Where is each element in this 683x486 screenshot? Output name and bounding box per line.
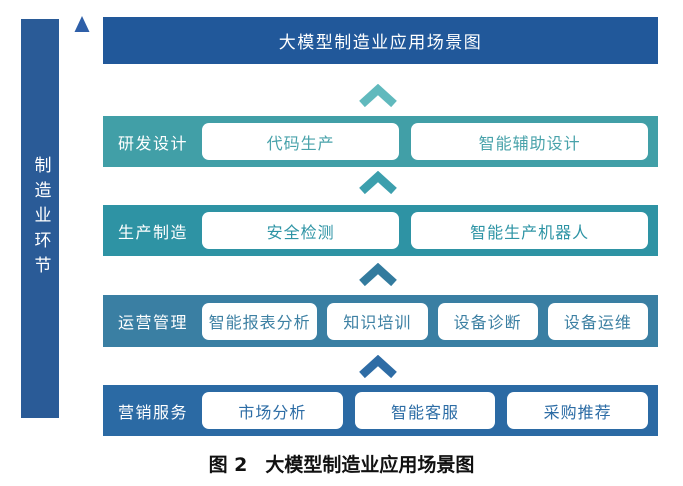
chevron-up-icon	[358, 84, 398, 108]
row-items: 智能报表分析 知识培训 设备诊断 设备运维	[202, 302, 648, 340]
up-arrow-icon	[74, 16, 90, 415]
scenario-box: 设备运维	[547, 302, 648, 340]
scenario-box: 代码生产	[202, 123, 400, 160]
scenario-box: 智能辅助设计	[411, 123, 648, 160]
row-label: 运营管理	[118, 313, 189, 332]
manufacturing-stages-sidebar: 制造业环节	[21, 19, 59, 418]
row-label: 研发设计	[118, 133, 189, 153]
banner-title: 大模型制造业应用场景图	[278, 33, 483, 53]
row-rd-design: 研发设计 代码生产 智能辅助设计	[103, 116, 658, 167]
scenario-box: 智能报表分析	[202, 302, 318, 340]
chevron-up-icon	[358, 355, 398, 379]
chevron-up-icon	[358, 171, 398, 195]
figure-caption: 图 2 大模型制造业应用场景图	[0, 451, 683, 476]
row-items: 安全检测 智能生产机器人	[202, 212, 648, 249]
sidebar-label: 制造业环节	[30, 156, 51, 281]
scenario-box: 设备诊断	[437, 302, 538, 340]
scenario-box: 智能客服	[354, 392, 496, 429]
chevron-up-icon	[358, 263, 398, 287]
row-operations: 运营管理 智能报表分析 知识培训 设备诊断 设备运维	[103, 295, 658, 347]
row-items: 代码生产 智能辅助设计	[202, 123, 648, 160]
scenario-box: 市场分析	[202, 392, 343, 429]
scenario-box: 采购推荐	[507, 392, 649, 429]
row-label: 营销服务	[118, 402, 189, 422]
scenario-box: 知识培训	[327, 302, 428, 340]
row-items: 市场分析 智能客服 采购推荐	[202, 392, 649, 429]
row-marketing: 营销服务 市场分析 智能客服 采购推荐	[103, 385, 658, 436]
banner: 大模型制造业应用场景图	[103, 17, 658, 64]
caption-number: 图 2	[208, 453, 248, 476]
row-production: 生产制造 安全检测 智能生产机器人	[103, 205, 658, 256]
row-label: 生产制造	[118, 222, 189, 242]
caption-title: 大模型制造业应用场景图	[265, 453, 475, 476]
scenario-box: 安全检测	[202, 212, 400, 249]
scenario-box: 智能生产机器人	[411, 212, 648, 249]
